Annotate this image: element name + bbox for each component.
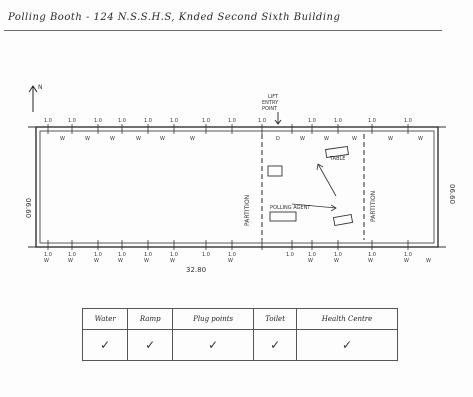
svg-text:W: W [170,258,175,264]
svg-text:W: W [94,258,99,264]
svg-text:1.0: 1.0 [68,252,76,258]
svg-text:W: W [190,136,195,142]
svg-text:W: W [68,258,73,264]
partition-right-label: PARTITION [370,190,377,222]
facility-check-plug-points: ✓ [172,329,255,361]
table-bottom-right [332,213,354,227]
facility-header-ramp: Ramp [127,308,174,330]
svg-text:W: W [118,258,123,264]
facility-check-ramp: ✓ [127,329,174,361]
facility-header-health-centre: Health Centre [296,308,398,330]
polling-agent-label: POLLING AGENT [270,205,311,211]
top-window-ticks [47,124,409,134]
dimension-bottom: 32.80 [186,266,207,274]
partition-left-label: PARTITION [244,194,251,226]
svg-text:1.0: 1.0 [404,252,412,258]
svg-text:1.0: 1.0 [368,118,376,124]
svg-text:1.0: 1.0 [286,252,294,258]
bottom-window-ticks [47,240,409,250]
top-wall-labels: 1.0 1.0 1.0 1.0 1.0 1.0 1.0 1.0 1.0 1.0 … [44,118,423,142]
svg-text:1.0: 1.0 [144,118,152,124]
svg-text:D: D [276,136,280,142]
svg-text:W: W [368,258,373,264]
table-top-right [325,145,349,159]
facilities-header-row: Water Ramp Plug points Toilet Health Cen… [81,308,398,330]
facility-check-health-centre: ✓ [296,329,398,361]
svg-text:1.0: 1.0 [308,252,316,258]
svg-text:1.0: 1.0 [202,252,210,258]
facilities-table: Water Ramp Plug points Toilet Health Cen… [81,308,398,361]
facility-check-toilet: ✓ [253,329,298,361]
entry-label-3: POINT [262,106,278,112]
bottom-wall-labels: 1.0 1.0 1.0 1.0 1.0 1.0 1.0 1.0 1.0 1.0 … [44,252,431,264]
dimension-right: 06.60 [448,184,456,205]
svg-text:1.0: 1.0 [308,118,316,124]
svg-text:W: W [144,258,149,264]
svg-text:W: W [136,136,141,142]
svg-text:1.0: 1.0 [202,118,210,124]
svg-text:W: W [85,136,90,142]
svg-text:W: W [228,258,233,264]
svg-text:1.0: 1.0 [228,118,236,124]
svg-text:1.0: 1.0 [334,252,342,258]
svg-text:1.0: 1.0 [404,118,412,124]
facility-check-water: ✓ [81,329,129,361]
svg-text:1.0: 1.0 [44,118,52,124]
svg-text:W: W [60,136,65,142]
page-title: Polling Booth - 124 N.S.S.H.S, Knded Sec… [8,12,341,23]
facilities-value-row: ✓ ✓ ✓ ✓ ✓ [81,329,398,361]
table-bottom-left [269,211,297,222]
north-label: N [38,84,43,91]
svg-text:W: W [404,258,409,264]
svg-text:W: W [110,136,115,142]
facility-header-water: Water [81,308,129,330]
facility-header-toilet: Toilet [253,308,298,330]
table-label: TABLE [330,156,346,162]
dimension-left: 06.60 [24,198,32,219]
svg-text:1.0: 1.0 [68,118,76,124]
svg-text:1.0: 1.0 [170,252,178,258]
svg-text:W: W [324,136,329,142]
table-small [267,165,283,177]
svg-text:W: W [44,258,49,264]
entry-label-1: LIFT [268,94,279,100]
svg-text:1.0: 1.0 [94,118,102,124]
svg-text:W: W [160,136,165,142]
svg-text:W: W [352,136,357,142]
svg-text:W: W [418,136,423,142]
svg-text:1.0: 1.0 [228,252,236,258]
svg-text:1.0: 1.0 [44,252,52,258]
svg-text:1.0: 1.0 [118,118,126,124]
svg-text:1.0: 1.0 [118,252,126,258]
svg-text:W: W [300,136,305,142]
svg-text:1.0: 1.0 [144,252,152,258]
facility-header-plug-points: Plug points [172,308,255,330]
title-underline [4,30,442,31]
room-walls [28,126,446,248]
svg-text:1.0: 1.0 [170,118,178,124]
svg-text:W: W [308,258,313,264]
svg-text:1.0: 1.0 [368,252,376,258]
svg-text:1.0: 1.0 [258,118,266,124]
flow-arrow-icon [291,163,337,212]
svg-text:W: W [426,258,431,264]
entry-label-2: ENTRY [262,100,279,106]
entry-arrow-icon [274,112,282,125]
svg-text:1.0: 1.0 [94,252,102,258]
svg-text:W: W [388,136,393,142]
north-arrow-icon [28,85,38,112]
svg-text:W: W [334,258,339,264]
svg-text:1.0: 1.0 [334,118,342,124]
